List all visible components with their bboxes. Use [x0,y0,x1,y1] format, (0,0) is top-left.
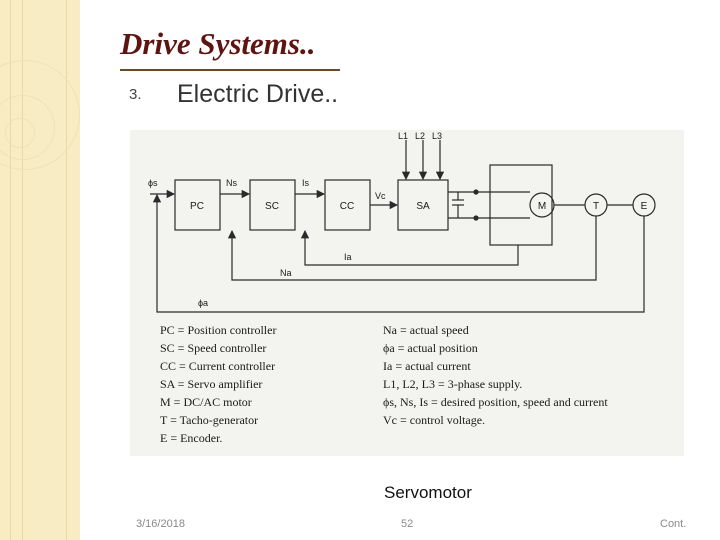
list-item-number: 3. [129,86,142,103]
sc-label: SC [265,201,279,212]
footer-date: 3/16/2018 [136,518,185,530]
motor-label: M [538,201,546,212]
ia-label: Ia [344,252,352,262]
is-label: Is [302,178,310,188]
ia-feedback [300,229,519,266]
decor-circle [0,95,55,160]
footer-cont: Cont. [660,518,687,530]
l2-label: L2 [415,131,425,141]
legend-right-item: Vc = control voltage. [383,413,485,427]
l1-label: L1 [398,131,408,141]
motor-frame [489,164,553,246]
cc-label: CC [340,201,354,212]
sc-block [249,179,296,231]
footer-page-number: 52 [401,518,414,530]
encoder-label: E [641,201,648,212]
tacho-label: T [593,201,599,212]
na-label: Na [280,268,292,278]
pc-label: PC [190,201,204,212]
junction-dot [473,215,479,221]
legend-left-item: SC = Speed controller [160,341,266,355]
junction-dot [473,189,479,195]
na-feedback [227,216,597,281]
slide-title: Drive Systems.. [120,26,316,61]
legend-left-item: CC = Current controller [160,359,275,373]
title-underline [120,69,340,71]
decor-line [66,0,67,540]
legend-left-item: M = DC/AC motor [160,395,252,409]
legend-left-item: PC = Position controller [160,323,276,337]
vc-label: Vc [375,191,386,201]
figure-caption: Servomotor [384,483,472,502]
ns-label: Ns [226,178,237,188]
sa-label: SA [416,201,430,212]
phi-a-label: ϕa [198,298,208,308]
decor-line [22,0,23,540]
l3-label: L3 [432,131,442,141]
legend-right-item: ϕa = actual position [383,341,478,355]
pc-block [174,179,221,231]
legend-left-item: SA = Servo amplifier [160,377,262,391]
legend-left-item: T = Tacho-generator [160,413,258,427]
decor-circle [5,118,35,148]
legend-right-item: Ia = actual current [383,359,471,373]
legend-right-item: Na = actual speed [383,323,469,337]
decor-line [10,0,11,540]
list-item-text: Electric Drive.. [177,80,339,108]
servomotor-diagram: PC SC CC SA M T E ϕs Ns Is Vc Ia Na ϕa L… [130,130,684,456]
legend-right-item: ϕs, Ns, Is = desired position, speed and… [383,395,608,409]
phi-a-feedback [152,193,645,313]
legend-right-item: L1, L2, L3 = 3-phase supply. [383,377,522,391]
phi-s-label: ϕs [148,178,158,188]
legend-left-item: E = Encoder. [160,431,222,445]
